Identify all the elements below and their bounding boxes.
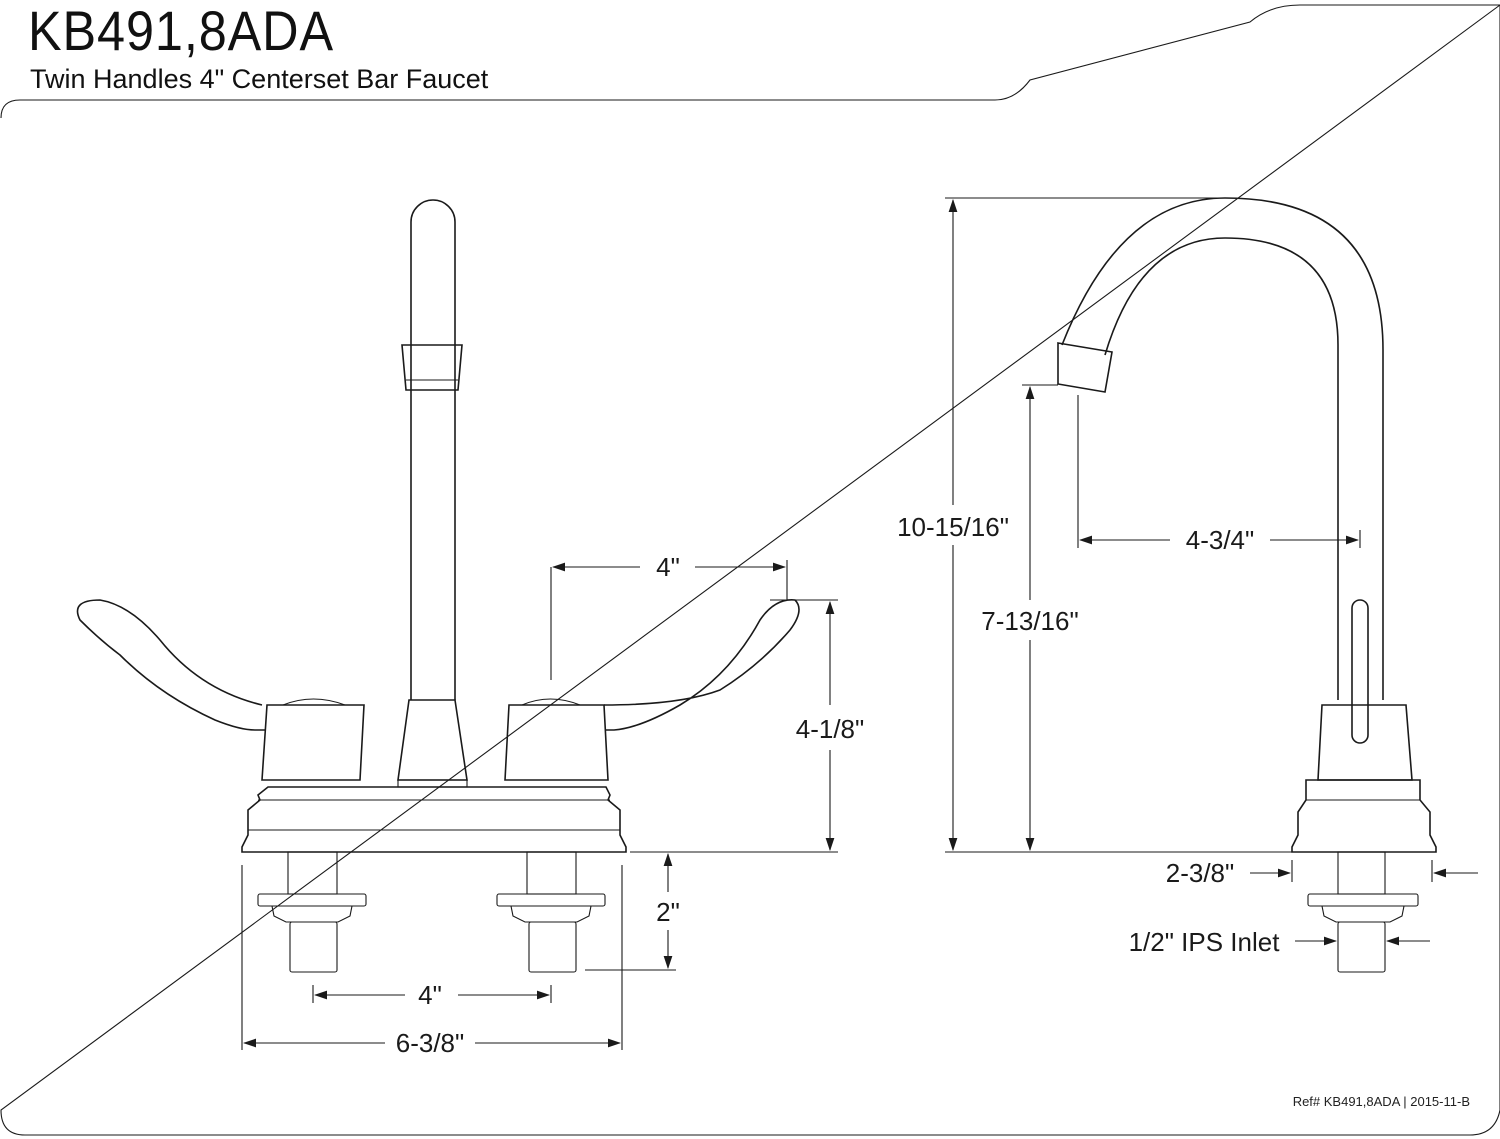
front-view-faucet	[76, 199, 800, 973]
dim-inlet: 1/2" IPS Inlet	[1129, 927, 1281, 957]
dim-spout-clearance: 7-13/16"	[981, 606, 1078, 636]
side-dimensions: 10-15/16" 7-13/16" 4-3/4" 2-3/8" 1/2" IP…	[897, 197, 1478, 957]
side-view-faucet	[1057, 197, 1437, 973]
reference-footer: Ref# KB491,8ADA | 2015-11-B	[1292, 1094, 1470, 1109]
dim-shank-length: 2"	[656, 897, 680, 927]
dim-center-spacing: 4"	[418, 980, 442, 1010]
dim-overall-width: 6-3/8"	[396, 1028, 465, 1058]
dim-base-width: 2-3/8"	[1166, 858, 1235, 888]
product-description: Twin Handles 4" Centerset Bar Faucet	[30, 64, 489, 94]
dim-front-height: 4-1/8"	[796, 714, 865, 744]
dim-spout-reach: 4-3/4"	[1186, 525, 1255, 555]
dim-total-height: 10-15/16"	[897, 512, 1009, 542]
dim-handle-spread: 4"	[656, 552, 680, 582]
front-dimensions: 4" 4-1/8" 2" 4" 6-3/8"	[241, 552, 865, 1058]
model-title: KB491,8ADA	[28, 0, 334, 62]
drawing-frame	[0, 4, 1500, 1136]
